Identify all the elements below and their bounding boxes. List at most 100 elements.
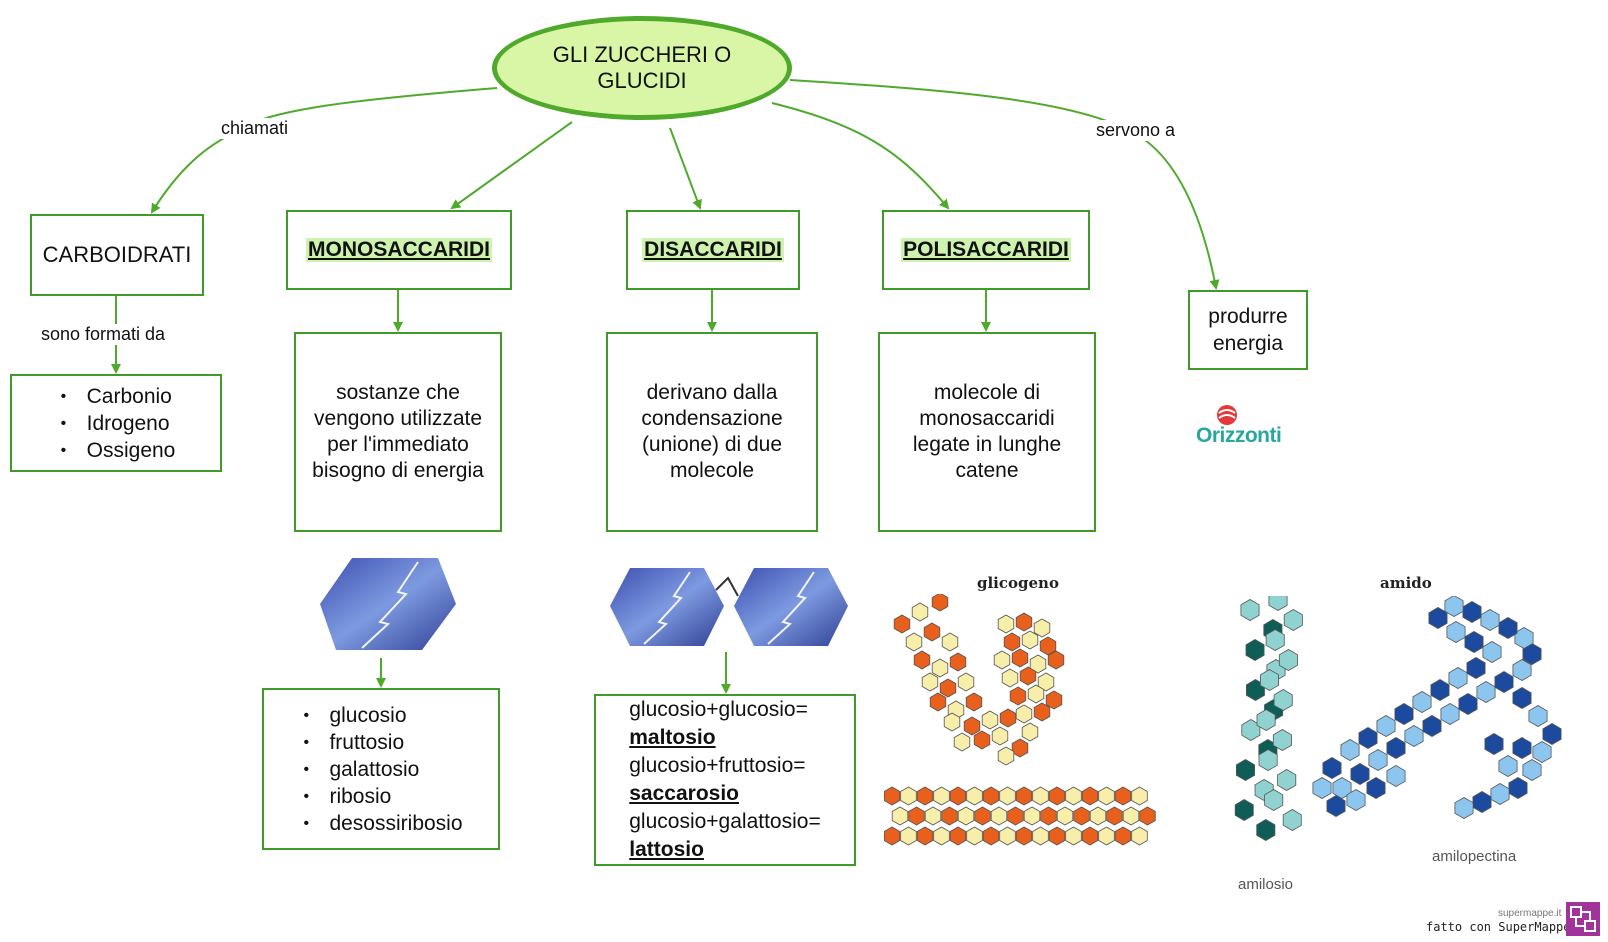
glucose-hexagon xyxy=(1001,668,1019,688)
amylopectin-hexagon xyxy=(1484,733,1504,755)
list-item: Idrogeno xyxy=(57,410,176,437)
amylopectin-hexagon xyxy=(1458,693,1478,715)
glucose-hexagon xyxy=(997,746,1015,766)
disaccaridi-title: DISACCARIDI xyxy=(642,238,784,262)
glucose-hexagon xyxy=(973,730,991,750)
amylopectin-hexagon xyxy=(1476,681,1496,703)
amylopectin-hexagon xyxy=(1512,737,1532,759)
amylopectin-hexagon xyxy=(1430,679,1450,701)
glucose-hexagon xyxy=(884,786,901,806)
disaccaridi-desc-node[interactable]: derivano dalla condensazione (unione) di… xyxy=(606,332,818,532)
energia-node[interactable]: produrre energia xyxy=(1188,290,1308,370)
amylopectin-hexagon xyxy=(1366,777,1386,799)
link-label-sono-formati-da: sono formati da xyxy=(38,324,169,345)
amylopectin-hexagon xyxy=(1386,737,1406,759)
amylopectin-hexagon xyxy=(1422,715,1442,737)
polisaccaridi-title: POLISACCARIDI xyxy=(901,238,1071,262)
glucose-hexagon xyxy=(943,712,961,732)
amylopectin-hexagon xyxy=(1522,643,1542,665)
amylopectin-hexagon xyxy=(1498,755,1518,777)
amylose-hexagon xyxy=(1272,729,1292,751)
amylopectin-hexagon xyxy=(1494,671,1514,693)
supermappe-logo-icon[interactable] xyxy=(1566,902,1600,936)
amylopectin-hexagon xyxy=(1394,703,1414,725)
glucose-hexagon xyxy=(1032,786,1049,806)
amylose-hexagon xyxy=(1282,809,1302,831)
glucose-hexagon xyxy=(991,726,1009,746)
monosaccaridi-description: sostanze che vengono utilizzate per l'im… xyxy=(312,381,484,482)
amilosio-label: amilosio xyxy=(1238,876,1294,893)
glucose-hexagon xyxy=(966,826,983,846)
list-item: glucosio xyxy=(299,702,462,729)
monosaccaridi-examples-node[interactable]: glucosio fruttosio galattosio ribosio de… xyxy=(262,688,500,850)
footer-credit: fatto con SuperMappe xyxy=(1426,920,1571,934)
edge-root-monosaccaridi xyxy=(450,121,573,210)
amylose-hexagon xyxy=(1258,749,1278,771)
root-concept[interactable]: GLI ZUCCHERI O GLUCIDI xyxy=(492,16,792,120)
glucose-hexagon xyxy=(1040,806,1057,826)
disaccaridi-node[interactable]: DISACCARIDI xyxy=(626,210,800,290)
glucose-hexagon xyxy=(957,672,975,692)
glucose-hexagon xyxy=(1033,618,1051,638)
polisaccaridi-desc-node[interactable]: molecole di monosaccaridi legate in lung… xyxy=(878,332,1096,532)
amylose-hexagon xyxy=(1256,819,1276,841)
amido-label: amido xyxy=(1380,574,1432,592)
carboidrati-elements-node[interactable]: Carbonio Idrogeno Ossigeno xyxy=(10,374,222,472)
glucose-hexagon xyxy=(884,826,901,846)
glucose-hexagon xyxy=(1106,806,1123,826)
amylose-hexagon xyxy=(1260,669,1279,691)
glucose-hexagon xyxy=(966,786,983,806)
glucose-hexagon xyxy=(999,708,1017,728)
glucose-hexagon xyxy=(929,692,947,712)
amylopectin-hexagon xyxy=(1464,631,1484,653)
footer-site: supermappe.it xyxy=(1498,908,1562,919)
glucose-hexagon xyxy=(1048,826,1066,846)
list-item: desossiribosio xyxy=(299,810,462,837)
amylose-hexagon xyxy=(1256,709,1276,731)
logo-wordmark: Orizzonti xyxy=(1196,424,1282,447)
amylopectin-hexagon xyxy=(1428,607,1448,629)
glucose-hexagon xyxy=(911,602,929,622)
glucose-hexagon xyxy=(1003,632,1021,652)
glucose-hexagon xyxy=(1011,738,1029,758)
glucose-hexagon xyxy=(1114,786,1132,806)
glucose-hexagon xyxy=(1029,654,1047,674)
monosaccaridi-title: MONOSACCARIDI xyxy=(306,238,492,262)
pair-name: lattosio xyxy=(629,838,704,861)
glicogeno-image xyxy=(884,594,1156,846)
polisaccaridi-node[interactable]: POLISACCARIDI xyxy=(882,210,1090,290)
amylopectin-hexagon xyxy=(1350,763,1370,785)
amylopectin-hexagon xyxy=(1512,687,1532,709)
disaccharide-hexagons-image xyxy=(610,568,848,646)
monosaccaridi-desc-node[interactable]: sostanze che vengono utilizzate per l'im… xyxy=(294,332,502,532)
orizzonti-logo: Orizzonti xyxy=(1196,404,1296,458)
pair-formula: glucosio+fruttosio= xyxy=(629,754,806,777)
monosaccharide-hexagon-image xyxy=(320,558,456,650)
root-title: GLI ZUCCHERI O GLUCIDI xyxy=(552,42,732,93)
amylopectin-hexagon xyxy=(1532,741,1552,763)
amylopectin-hexagon xyxy=(1482,641,1502,663)
glucose-hexagon xyxy=(1011,648,1029,668)
glucose-hexagon xyxy=(1114,826,1132,846)
amylopectin-hexagon xyxy=(1412,691,1432,713)
amylopectin-hexagon xyxy=(1480,609,1500,631)
glucose-hexagon xyxy=(891,806,909,826)
amylose-hexagon xyxy=(1265,629,1285,651)
monosaccaridi-node[interactable]: MONOSACCARIDI xyxy=(286,210,512,290)
glucose-hexagon xyxy=(949,826,967,846)
glucose-hexagon xyxy=(1033,702,1051,722)
pair-name: maltosio xyxy=(629,726,716,749)
amylopectin-hexagon xyxy=(1346,789,1366,811)
glucose-hexagon xyxy=(1027,684,1045,704)
glucose-hexagon xyxy=(1015,612,1033,632)
amylopectin-hexagon xyxy=(1448,667,1468,689)
amido-image xyxy=(1234,596,1562,841)
logo-mark-icon xyxy=(1217,405,1237,425)
glucose-hexagon xyxy=(957,806,975,826)
glucose-hexagon xyxy=(1056,806,1074,826)
amylopectin-hexagon xyxy=(1440,703,1460,725)
disaccaridi-pairs-node[interactable]: glucosio+glucosio= maltosio glucosio+fru… xyxy=(594,694,856,866)
glucose-hexagon xyxy=(949,652,967,672)
carboidrati-node[interactable]: CARBOIDRATI xyxy=(30,214,204,296)
glucose-hexagon xyxy=(908,806,925,826)
